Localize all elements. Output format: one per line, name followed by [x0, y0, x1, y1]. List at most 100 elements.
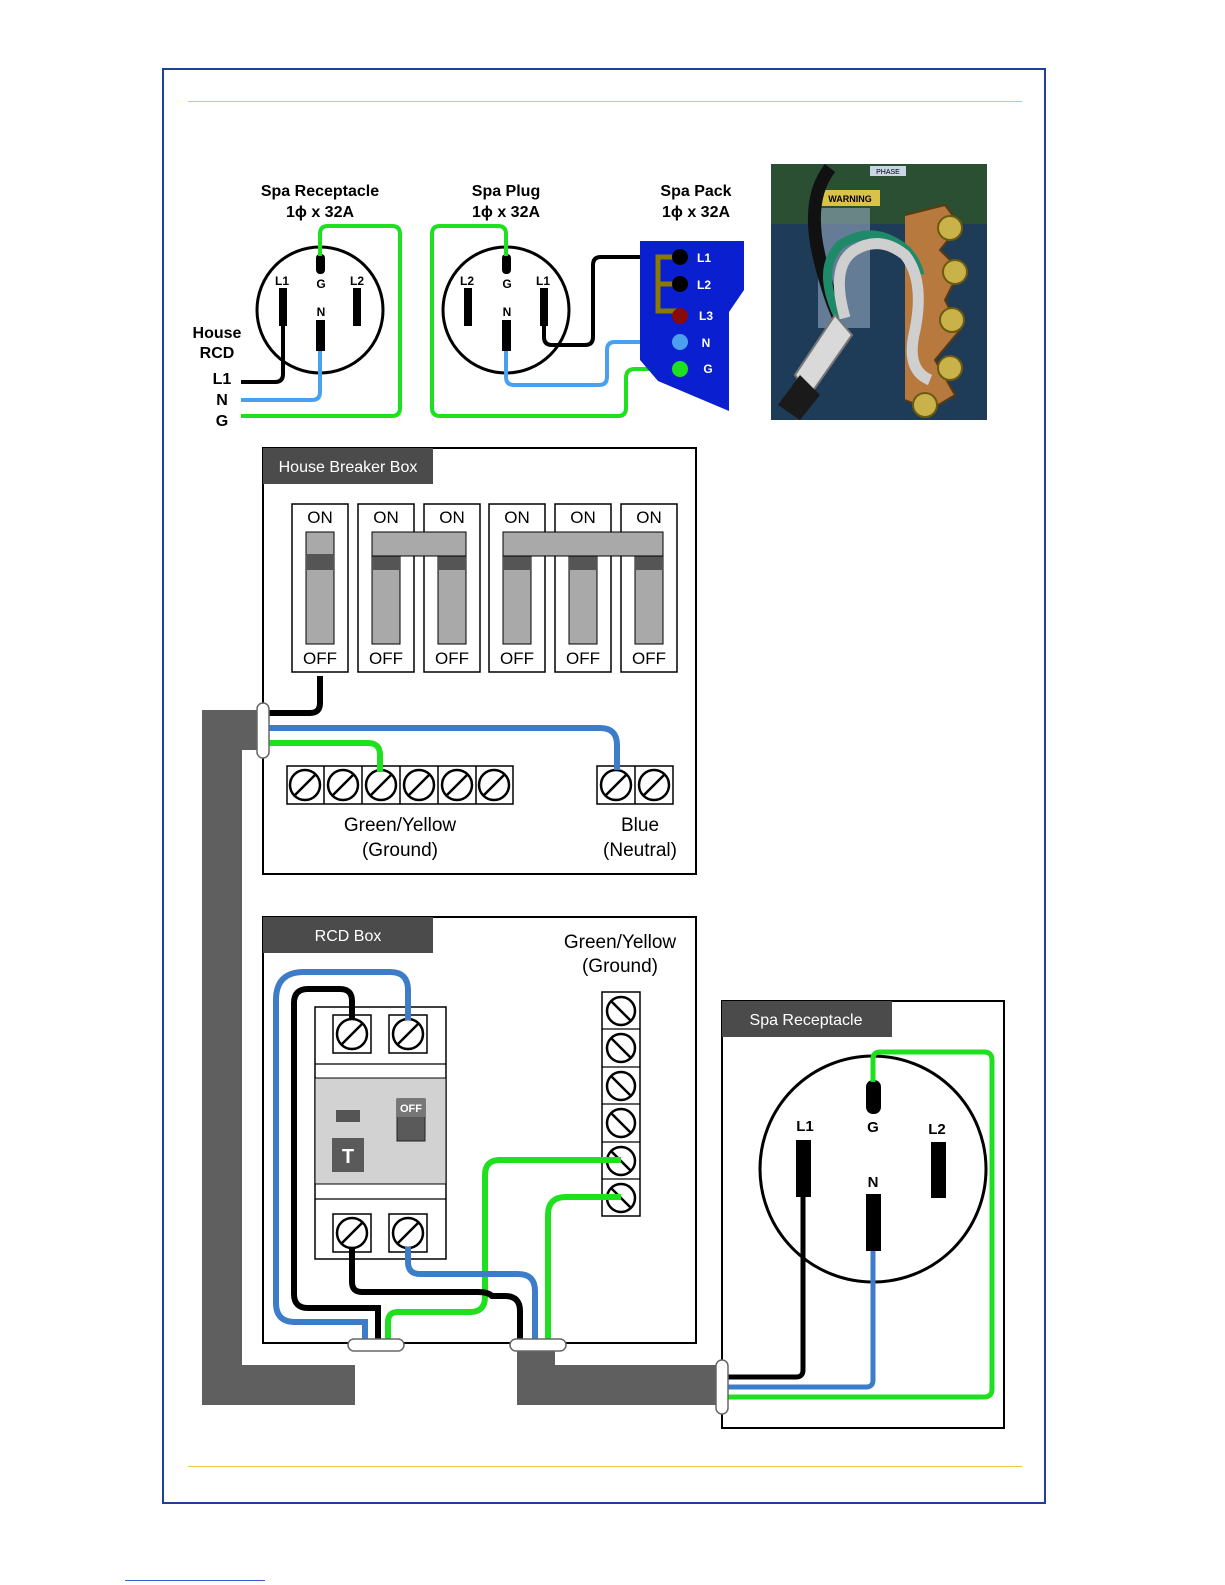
breaker-5-off: OFF — [566, 649, 600, 668]
breaker-box-title: House Breaker Box — [279, 459, 418, 476]
house-wire-label-g: G — [216, 413, 228, 430]
spa-pack-rating: 1ϕ x 32A — [662, 204, 730, 221]
rcd-ground-label: Green/Yellow — [564, 932, 677, 953]
plug-pin-l2 — [464, 288, 472, 326]
rcd-box: RCD Box Green/Yellow (Ground) T OFF — [263, 917, 696, 1351]
breaker-6-off: OFF — [632, 649, 666, 668]
terminal-photo: WARNING PHASE — [771, 164, 987, 420]
house-wire-label-l1: L1 — [213, 371, 232, 388]
spa-receptacle-label-l1: L1 — [796, 1118, 814, 1135]
breaker-3[interactable]: ON OFF — [424, 504, 480, 672]
breaker-3-off: OFF — [435, 649, 469, 668]
pack-label-l1: L1 — [697, 251, 711, 265]
spa-pack: Spa Pack 1ϕ x 32A L1 L2 L3 N G — [640, 183, 744, 411]
top-receptacle-rating: 1ϕ x 32A — [286, 204, 354, 221]
house-wire-label-n: N — [216, 392, 228, 409]
receptacle-pin-l2 — [353, 288, 361, 326]
plug-pin-l1 — [540, 288, 548, 326]
photo-screw-5 — [913, 393, 937, 417]
breaker-6-on: ON — [636, 508, 662, 527]
top-receptacle-title: Spa Receptacle — [261, 183, 379, 200]
breaker-ground-label: Green/Yellow — [344, 815, 457, 836]
photo-screw-3 — [940, 308, 964, 332]
pack-terminal-n — [672, 334, 688, 350]
breaker-1-off: OFF — [303, 649, 337, 668]
ground-terminal-strip — [287, 766, 513, 804]
top-plug-rating: 1ϕ x 32A — [472, 204, 540, 221]
spa-receptacle-label-g: G — [867, 1119, 879, 1136]
plug-pin-g — [502, 254, 511, 274]
rcd-label: RCD — [200, 345, 235, 362]
spa-receptacle-pin-l1 — [796, 1140, 811, 1197]
breaker-2[interactable]: ON OFF — [358, 504, 414, 672]
spa-receptacle-label-l2: L2 — [928, 1121, 946, 1138]
breaker-5-on: ON — [570, 508, 596, 527]
receptacle-label-g: G — [316, 277, 325, 291]
breaker-1[interactable]: ON OFF — [292, 504, 348, 672]
plug-label-n: N — [503, 305, 512, 319]
rcd-indicator — [336, 1110, 360, 1122]
rcd-grommet-in — [348, 1339, 404, 1351]
receptacle-pin-l1 — [279, 288, 287, 326]
rcd-grommet-out — [510, 1339, 566, 1351]
breaker-4-off: OFF — [500, 649, 534, 668]
top-receptacle: Spa Receptacle 1ϕ x 32A L1 G L2 N — [257, 183, 383, 373]
photo-screw-2 — [943, 260, 967, 284]
receptacle-label-l2: L2 — [350, 274, 364, 288]
plug-label-l1: L1 — [536, 274, 550, 288]
plug-label-l2: L2 — [460, 274, 474, 288]
breaker-1-on: ON — [307, 508, 333, 527]
breaker-5[interactable]: ON OFF — [555, 504, 611, 672]
pack-terminal-l2 — [672, 276, 688, 292]
breaker-2-off: OFF — [369, 649, 403, 668]
breaker-box-grommet — [257, 703, 269, 758]
receptacle-pin-n — [316, 320, 325, 351]
photo-screw-1 — [938, 216, 962, 240]
photo-screw-4 — [938, 356, 962, 380]
breaker-ground-sub: (Ground) — [362, 840, 438, 861]
spa-receptacle-label-n: N — [868, 1174, 879, 1191]
breaker-2-3-tie-bar — [372, 532, 466, 556]
rcd-ground-bar — [602, 992, 640, 1216]
breaker-neutral-sub: (Neutral) — [603, 840, 677, 861]
breaker-4-6-tie-bar — [503, 532, 663, 556]
pack-label-l2: L2 — [697, 278, 711, 292]
photo-warning-label: WARNING — [828, 194, 872, 204]
spa-receptacle-title: Spa Receptacle — [750, 1012, 863, 1029]
plug-label-g: G — [502, 277, 511, 291]
breaker-3-on: ON — [439, 508, 465, 527]
pack-terminal-l3 — [672, 308, 688, 324]
pack-label-g: G — [703, 362, 712, 376]
receptacle-label-n: N — [317, 305, 326, 319]
pack-terminal-l1 — [672, 249, 688, 265]
spa-receptacle-pin-l2 — [931, 1142, 946, 1198]
breaker-4-on: ON — [504, 508, 530, 527]
breaker-neutral-label: Blue — [621, 815, 659, 836]
breaker-2-on: ON — [373, 508, 399, 527]
rcd-ground-sub: (Ground) — [582, 956, 658, 977]
house-breaker-box: House Breaker Box ON OFF ON OFF ON OFF — [257, 448, 696, 874]
neutral-terminal-strip — [597, 766, 673, 804]
rcd-off-label: OFF — [400, 1103, 422, 1115]
conduit-rcd-to-receptacle — [517, 1345, 722, 1405]
breaker-6[interactable]: ON OFF — [621, 504, 677, 672]
spa-receptacle-pin-g — [866, 1080, 881, 1114]
plug-pin-n — [502, 320, 511, 351]
spa-receptacle-box: Spa Receptacle L1 G L2 N — [716, 1001, 1004, 1428]
top-plug-title: Spa Plug — [472, 183, 540, 200]
receptacle-pin-g — [316, 254, 325, 274]
house-label: House — [193, 325, 242, 342]
pack-label-n: N — [702, 336, 711, 350]
receptacle-label-l1: L1 — [275, 274, 289, 288]
pack-label-l3: L3 — [699, 309, 713, 323]
spa-pack-title: Spa Pack — [660, 183, 731, 200]
pack-terminal-g — [672, 361, 688, 377]
breaker-4[interactable]: ON OFF — [489, 504, 545, 672]
spa-receptacle-pin-n — [866, 1194, 881, 1251]
rcd-box-title: RCD Box — [315, 928, 382, 945]
rcd-test-label: T — [342, 1146, 354, 1168]
rcd-device: T OFF — [315, 1007, 446, 1259]
spa-receptacle-grommet — [716, 1360, 728, 1414]
photo-phase-label: PHASE — [876, 169, 900, 176]
